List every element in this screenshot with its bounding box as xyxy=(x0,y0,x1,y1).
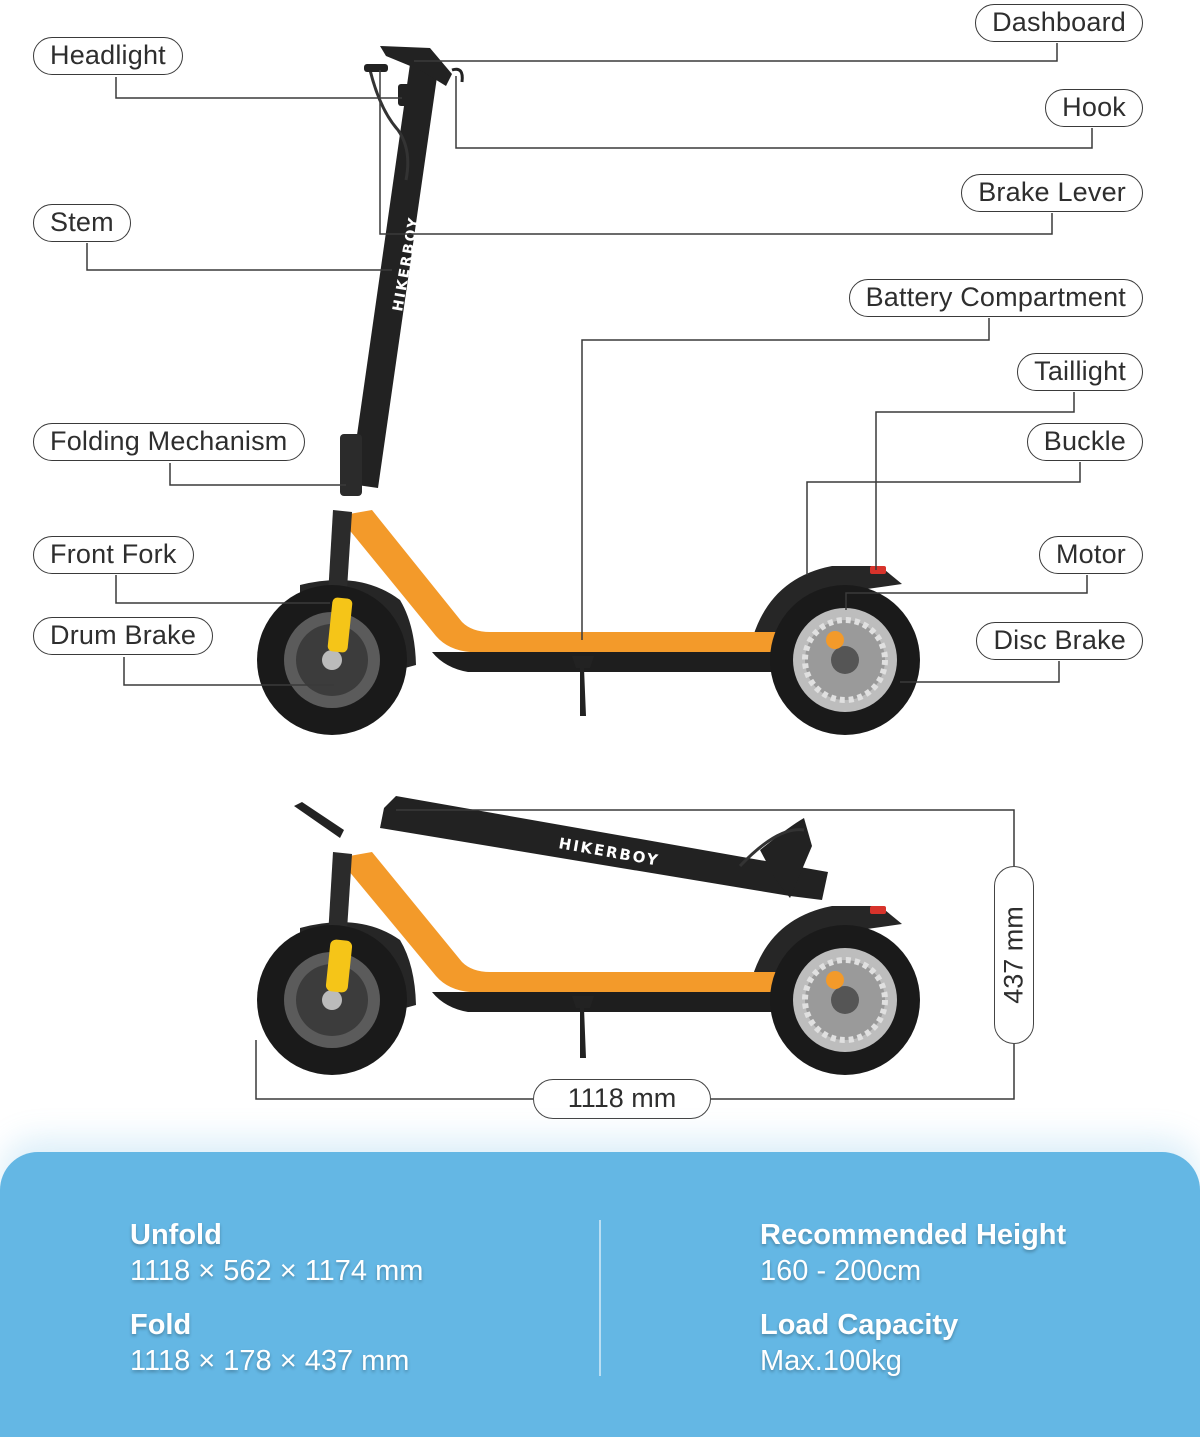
folded-scooter: HIKERBOY xyxy=(257,796,920,1075)
folding-mechanism-part xyxy=(340,434,362,496)
dimension-length: 1118 mm xyxy=(533,1079,711,1119)
leader-front-fork xyxy=(115,575,330,604)
folded-deck-underside xyxy=(432,992,840,1012)
label-brake-lever: Brake Lever xyxy=(961,174,1143,212)
brake-cable xyxy=(368,69,410,181)
brake-lever-part xyxy=(364,64,388,72)
spec-load: Load Capacity Max.100kg xyxy=(760,1308,958,1378)
taillight-part xyxy=(870,566,886,574)
spec-load-title: Load Capacity xyxy=(760,1309,959,1341)
dim-line-length-left xyxy=(255,1040,533,1100)
unfolded-scooter: HIKERBOY xyxy=(257,46,920,735)
handlebar xyxy=(380,46,452,86)
label-drum-brake: Drum Brake xyxy=(33,617,214,655)
spec-fold: Fold 1118 × 178 × 437 mm xyxy=(130,1308,409,1378)
front-fender xyxy=(300,580,416,668)
deck-underside xyxy=(432,652,840,672)
leader-lines xyxy=(86,43,1093,1100)
leader-dashboard xyxy=(414,43,1058,62)
rear-fender xyxy=(752,566,902,640)
folded-rear-fender xyxy=(752,906,902,978)
spec-divider xyxy=(599,1220,601,1376)
folded-kickstand xyxy=(572,996,594,1058)
label-buckle: Buckle xyxy=(1026,423,1143,461)
leader-battery xyxy=(581,318,990,640)
spec-fold-title: Fold xyxy=(130,1309,192,1341)
label-disc-brake: Disc Brake xyxy=(976,622,1143,660)
leader-headlight xyxy=(115,77,402,99)
headlight-body xyxy=(398,84,414,106)
spec-height-value: 160 - 200cm xyxy=(760,1255,922,1287)
folded-front-wheel xyxy=(257,925,407,1075)
hook-part xyxy=(451,67,464,83)
leader-stem xyxy=(86,243,392,271)
spec-unfold-value: 1118 × 562 × 1174 mm xyxy=(130,1255,424,1287)
rear-wheel xyxy=(770,585,920,735)
label-hook: Hook xyxy=(1045,89,1143,127)
spec-fold-value: 1118 × 178 × 437 mm xyxy=(130,1345,410,1377)
dimension-height: 437 mm xyxy=(994,866,1034,1044)
folded-front-fender xyxy=(300,922,416,1008)
leader-motor xyxy=(845,575,1088,610)
spec-unfold-title: Unfold xyxy=(130,1219,222,1251)
kickstand xyxy=(572,656,594,716)
leader-brake-lever xyxy=(379,70,1053,235)
dim-line-length-right xyxy=(711,1044,1015,1100)
leader-disc-brake xyxy=(900,661,1060,683)
leader-taillight xyxy=(875,392,1075,570)
folded-cable xyxy=(738,828,805,868)
leader-buckle xyxy=(806,462,1081,575)
label-battery-compartment: Battery Compartment xyxy=(848,279,1143,317)
leader-folding-mechanism xyxy=(169,463,346,486)
label-front-fork: Front Fork xyxy=(33,536,194,574)
spec-height-title: Recommended Height xyxy=(760,1219,1067,1251)
leader-hook xyxy=(455,76,1093,149)
stem-tube xyxy=(350,64,438,488)
label-headlight: Headlight xyxy=(33,37,183,75)
label-motor: Motor xyxy=(1038,536,1143,574)
spec-panel: Unfold 1118 × 562 × 1174 mm Fold 1118 × … xyxy=(0,1152,1200,1437)
spec-height: Recommended Height 160 - 200cm xyxy=(760,1218,1066,1288)
dim-line-height-top xyxy=(396,809,1015,866)
spec-load-value: Max.100kg xyxy=(760,1345,902,1377)
spec-unfold: Unfold 1118 × 562 × 1174 mm xyxy=(130,1218,423,1288)
leader-drum-brake xyxy=(123,657,334,686)
folded-handlebar xyxy=(294,802,344,838)
label-dashboard: Dashboard xyxy=(975,4,1143,42)
folded-stem xyxy=(380,796,828,900)
label-taillight: Taillight xyxy=(1017,353,1143,391)
label-folding-mechanism: Folding Mechanism xyxy=(33,423,305,461)
dimension-height-text: 437 mm xyxy=(998,906,1029,1004)
reflector xyxy=(327,597,353,653)
label-stem: Stem xyxy=(33,204,131,242)
folded-rear-wheel xyxy=(770,925,920,1075)
front-wheel xyxy=(257,585,407,735)
folded-dashboard xyxy=(760,818,812,898)
